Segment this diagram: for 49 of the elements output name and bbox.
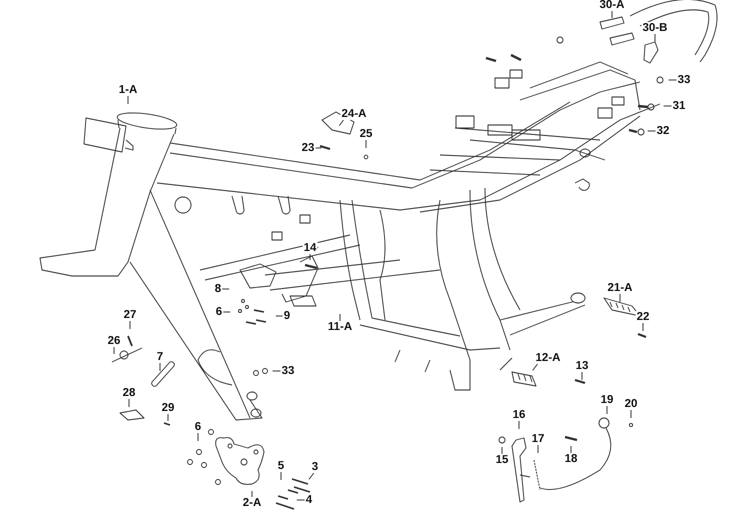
leader-line [272, 370, 282, 372]
leader-line [642, 322, 644, 332]
callout-number: 22 [636, 311, 650, 323]
callout-number: 8 [214, 283, 222, 295]
callout-number: 2-A [242, 497, 262, 509]
leader-line [630, 410, 632, 418]
callout-number: 14 [302, 242, 318, 254]
callout-number: 31 [672, 100, 686, 112]
callout-number: 18 [564, 453, 578, 465]
callout-number: 32 [656, 125, 670, 137]
leader-line [308, 472, 314, 480]
leader-line [570, 446, 572, 454]
callout-number: 24-A [340, 108, 368, 120]
callout-number: 7 [156, 351, 164, 363]
callout-number: 5 [276, 460, 286, 472]
leader-line [280, 472, 282, 480]
callout-number: 20 [624, 398, 638, 410]
callout-number: 11-A [326, 321, 354, 333]
leader-line [128, 398, 130, 408]
callout-number: 28 [122, 387, 136, 399]
callout-number: 26 [106, 335, 122, 347]
leader-line [606, 406, 608, 414]
callout-number: 30-B [642, 22, 668, 34]
leader-line [532, 364, 538, 371]
callout-number: 3 [310, 461, 320, 473]
callout-number: 9 [282, 310, 292, 322]
callout-number: 29 [160, 402, 176, 414]
callout-number: 33 [676, 74, 692, 86]
callout-number: 33 [280, 365, 296, 377]
leader-line [222, 288, 230, 290]
callout-number: 19 [600, 394, 614, 406]
callout-number: 25 [358, 128, 374, 140]
callout-number: 12-A [534, 352, 562, 364]
callout-number: 4 [304, 494, 314, 506]
leader-line [654, 34, 656, 42]
callout-number: 17 [530, 433, 546, 445]
leader-line [518, 420, 520, 430]
callout-number: 1-A [118, 84, 138, 96]
callout-number: 16 [512, 409, 526, 421]
callout-number: 13 [574, 360, 590, 372]
callout-number: 27 [122, 309, 138, 321]
callout-number: 21-A [606, 282, 634, 294]
callout-number: 6 [214, 306, 224, 318]
callout-number: 23 [300, 142, 316, 154]
callout-number: 6 [194, 421, 202, 433]
leader-line [338, 120, 344, 126]
callout-number: 30-A [598, 0, 626, 11]
callout-number: 15 [494, 454, 510, 466]
leader-line [647, 130, 656, 132]
